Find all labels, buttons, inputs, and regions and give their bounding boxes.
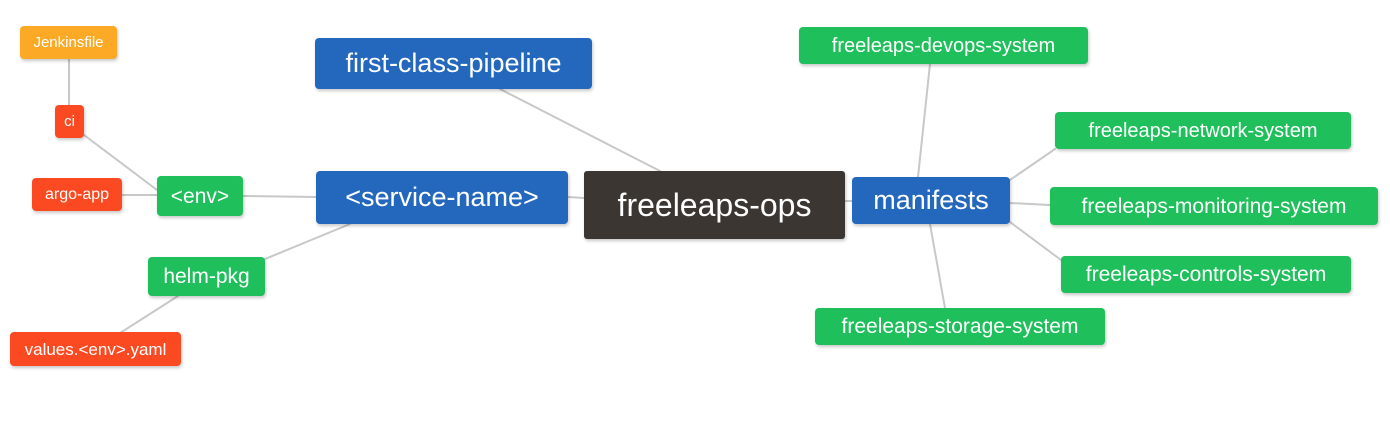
edge-freeleaps-controls-system-to-manifests xyxy=(1009,221,1062,261)
edge-service-name-to-freeleaps-ops xyxy=(567,196,585,199)
node-label: helm-pkg xyxy=(163,265,250,288)
node-freeleaps-network-system[interactable]: freeleaps-network-system xyxy=(1055,112,1351,149)
node-label: <env> xyxy=(170,184,230,208)
node-freeleaps-ops[interactable]: freeleaps-ops xyxy=(584,171,845,239)
edge-service-name-to-helm-pkg xyxy=(264,223,351,260)
node-jenkinsfile[interactable]: Jenkinsfile xyxy=(20,26,117,59)
node-freeleaps-controls-system[interactable]: freeleaps-controls-system xyxy=(1061,256,1351,293)
node-label: freeleaps-ops xyxy=(617,187,812,223)
node-label: freeleaps-storage-system xyxy=(841,315,1079,338)
node-label: freeleaps-network-system xyxy=(1088,119,1318,142)
edge-helm-pkg-to-values-yaml xyxy=(119,295,179,334)
edge-first-class-pipeline-to-freeleaps-ops xyxy=(499,88,661,172)
node-values-yaml[interactable]: values.<env>.yaml xyxy=(10,332,181,366)
node-helm-pkg[interactable]: helm-pkg xyxy=(148,257,265,296)
node-service-name[interactable]: <service-name> xyxy=(316,171,568,224)
edge-freeleaps-network-system-to-manifests xyxy=(1009,148,1056,181)
node-freeleaps-storage-system[interactable]: freeleaps-storage-system xyxy=(815,308,1105,345)
node-first-class-pipeline[interactable]: first-class-pipeline xyxy=(315,38,592,89)
node-argo-app[interactable]: argo-app xyxy=(32,178,122,211)
edge-freeleaps-monitoring-system-to-manifests xyxy=(1009,202,1051,206)
node-freeleaps-devops-system[interactable]: freeleaps-devops-system xyxy=(799,27,1088,64)
node-label: freeleaps-controls-system xyxy=(1085,263,1327,286)
node-freeleaps-monitoring-system[interactable]: freeleaps-monitoring-system xyxy=(1050,187,1378,225)
node-label: freeleaps-devops-system xyxy=(831,34,1056,57)
node-label: first-class-pipeline xyxy=(345,48,562,78)
edge-freeleaps-storage-system-to-manifests xyxy=(929,223,946,309)
node-ci[interactable]: ci xyxy=(55,105,84,138)
node-label: ci xyxy=(64,113,75,130)
node-label: Jenkinsfile xyxy=(33,34,104,51)
node-label: values.<env>.yaml xyxy=(24,339,167,359)
node-env[interactable]: <env> xyxy=(157,176,243,216)
node-manifests[interactable]: manifests xyxy=(852,177,1010,224)
node-label: <service-name> xyxy=(345,182,539,212)
node-label: argo-app xyxy=(44,185,110,203)
edge-freeleaps-devops-system-to-manifests xyxy=(917,63,931,178)
node-label: freeleaps-monitoring-system xyxy=(1081,194,1347,218)
edge-env-to-service-name xyxy=(242,195,317,198)
node-label: manifests xyxy=(873,185,989,215)
